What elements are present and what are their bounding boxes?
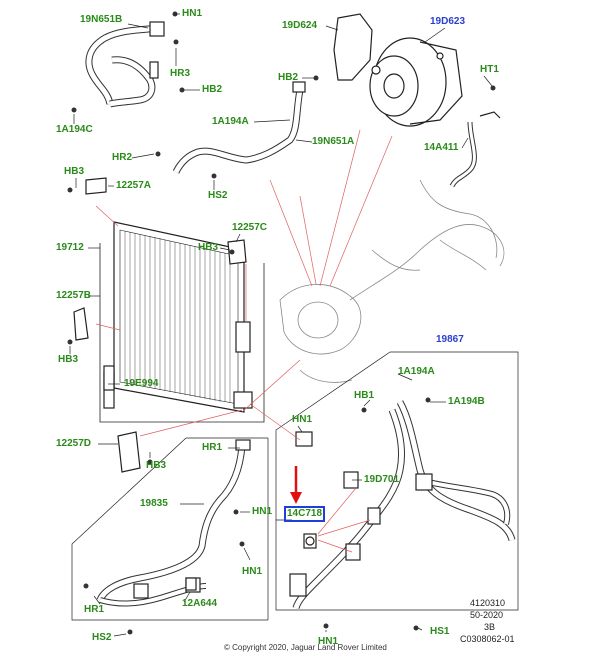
label-HN1-3: HN1 bbox=[252, 506, 273, 517]
label-HR1: HR1 bbox=[202, 442, 223, 453]
label-19D624: 19D624 bbox=[282, 20, 318, 31]
label-12257A: 12257A bbox=[116, 180, 152, 191]
label-HN1: HN1 bbox=[182, 8, 203, 19]
label-HN1-5: HN1 bbox=[318, 636, 339, 647]
ref-number-2: 50-2020 bbox=[470, 610, 504, 620]
bracket-12257C bbox=[227, 239, 247, 265]
compressor-19D623 bbox=[333, 13, 463, 127]
label-HT1: HT1 bbox=[480, 64, 499, 75]
hn1-block bbox=[295, 431, 313, 447]
bracket-12257A bbox=[85, 177, 107, 195]
ref-number-4: C0308062-01 bbox=[460, 634, 515, 644]
label-19D701: 19D701 bbox=[364, 474, 400, 485]
label-HB1: HB1 bbox=[354, 390, 375, 401]
engine-assembly bbox=[279, 179, 505, 383]
label-HB3-2: HB3 bbox=[198, 242, 219, 253]
ref-number-3: 3B bbox=[484, 622, 496, 632]
label-12257B: 12257B bbox=[56, 290, 92, 301]
label-19E994: 19E994 bbox=[124, 378, 159, 389]
label-1A194A-top: 1A194A bbox=[212, 116, 249, 127]
label-19867: 19867 bbox=[436, 334, 464, 345]
label-HR3: HR3 bbox=[170, 68, 191, 79]
label-12A644: 12A644 bbox=[182, 598, 218, 609]
bracket-12257D bbox=[117, 431, 141, 473]
sensor-12A644 bbox=[185, 577, 197, 591]
label-HB2-2: HB2 bbox=[278, 72, 299, 83]
label-12257C: 12257C bbox=[232, 222, 268, 233]
label-HR1-2: HR1 bbox=[84, 604, 105, 615]
hose-19N651B bbox=[85, 21, 165, 108]
condenser-callout-frame bbox=[99, 243, 265, 423]
label-HB3: HB3 bbox=[64, 166, 85, 177]
label-19N651A: 19N651A bbox=[312, 136, 355, 147]
bracket-12257B bbox=[73, 307, 89, 341]
label-HS2: HS2 bbox=[208, 190, 228, 201]
label-12257D: 12257D bbox=[56, 438, 92, 449]
label-HB3-3: HB3 bbox=[58, 354, 79, 365]
label-HB2: HB2 bbox=[202, 84, 223, 95]
label-HS1: HS1 bbox=[430, 626, 450, 637]
red-callout-lines bbox=[95, 129, 393, 553]
pipe-14A411 bbox=[449, 111, 501, 188]
label-HN1-2: HN1 bbox=[292, 414, 313, 425]
label-19D623: 19D623 bbox=[430, 16, 466, 27]
label-14A411: 14A411 bbox=[424, 142, 459, 153]
fasteners bbox=[67, 11, 496, 635]
label-1A194C: 1A194C bbox=[56, 124, 93, 135]
red-arrow-indicator bbox=[290, 466, 302, 504]
label-19N651B: 19N651B bbox=[80, 14, 123, 25]
label-HB3-4: HB3 bbox=[146, 460, 167, 471]
label-HN1-4: HN1 bbox=[242, 566, 263, 577]
hose-19N651A bbox=[172, 81, 306, 174]
copyright-text: © Copyright 2020, Jaguar Land Rover Limi… bbox=[224, 643, 387, 652]
ref-number-1: 4120310 bbox=[470, 598, 506, 608]
label-HS2-2: HS2 bbox=[92, 632, 112, 643]
label-HR2: HR2 bbox=[112, 152, 133, 163]
label-1A194B: 1A194B bbox=[448, 396, 485, 407]
part-19E994 bbox=[103, 365, 115, 391]
leader-lines bbox=[69, 13, 519, 637]
label-1A194A-right: 1A194A bbox=[398, 366, 435, 377]
label-19835: 19835 bbox=[140, 498, 168, 509]
fitting-14C718 bbox=[303, 533, 317, 549]
label-14C718-highlighted: 14C718 bbox=[284, 506, 326, 522]
label-19712: 19712 bbox=[56, 242, 84, 253]
hose-assembly-19867 bbox=[289, 400, 516, 610]
condenser-19712 bbox=[103, 221, 253, 413]
